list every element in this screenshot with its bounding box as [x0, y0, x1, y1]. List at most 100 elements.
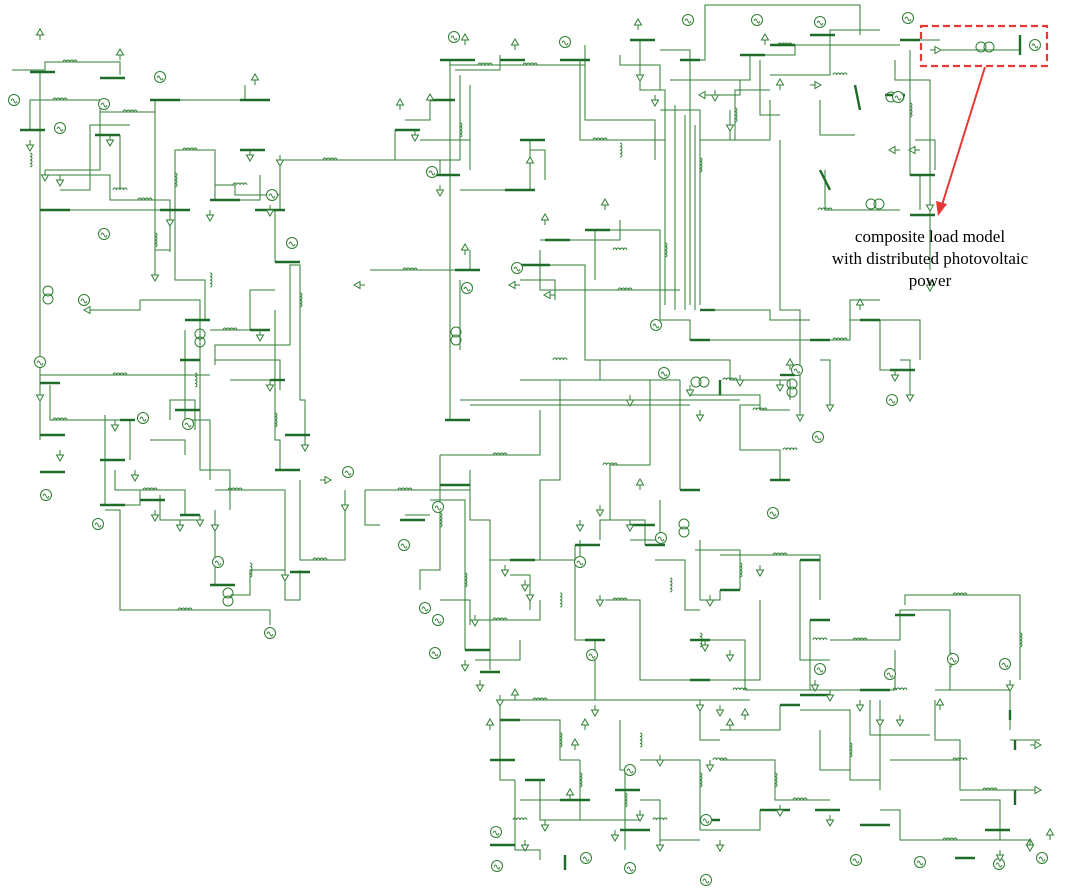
- line-coil-icon: [952, 592, 968, 596]
- generator-icon: [98, 98, 110, 110]
- load-arrow-icon: [35, 390, 45, 402]
- load-arrow-icon: [150, 510, 160, 522]
- load-arrow-icon: [655, 840, 665, 852]
- load-arrow-icon: [175, 520, 185, 532]
- annotation-line-1: composite load model: [854, 227, 1006, 246]
- load-arrow-icon: [83, 305, 95, 315]
- load-arrow-icon: [695, 410, 705, 422]
- line-segment: [739, 404, 781, 480]
- load-arrow-icon: [300, 440, 310, 452]
- line-segment: [890, 759, 1030, 791]
- load-arrow-icon: [255, 330, 265, 342]
- line-segment: [660, 49, 691, 305]
- line-coil-icon: [464, 572, 468, 588]
- load-arrow-icon: [425, 93, 435, 105]
- line-segment: [605, 599, 690, 681]
- line-coil-icon: [559, 592, 563, 608]
- load-arrow-icon: [888, 145, 900, 155]
- load-arrow-icon: [810, 80, 822, 90]
- line-coil-icon: [559, 732, 563, 748]
- load-arrow-icon: [250, 73, 260, 85]
- generators: [8, 12, 1048, 886]
- buses: [20, 33, 1022, 870]
- load-arrow-icon: [775, 78, 785, 90]
- generator-icon: [559, 36, 571, 48]
- generator-icon: [448, 31, 460, 43]
- load-arrow-icon: [1005, 680, 1015, 692]
- load-arrow-icon: [500, 565, 510, 577]
- line-coil-icon: [512, 817, 528, 821]
- generator-icon: [40, 489, 52, 501]
- generator-icon: [1036, 852, 1048, 864]
- line-coil-icon: [154, 232, 158, 248]
- line-segment: [60, 124, 130, 191]
- generator-icon: [700, 814, 712, 826]
- load-arrow-icon: [510, 38, 520, 50]
- line-coil-icon: [522, 62, 538, 66]
- line-segment: [800, 650, 896, 691]
- load-arrow-icon: [495, 695, 505, 707]
- line-coil-icon: [142, 487, 158, 491]
- generator-icon: [461, 282, 473, 294]
- load-arrow-icon: [715, 840, 725, 852]
- load-arrow-icon: [725, 650, 735, 662]
- line-coil-icon: [617, 287, 633, 291]
- load-arrow-icon: [775, 380, 785, 392]
- line-segment: [770, 29, 880, 76]
- generator-icon: [902, 12, 914, 24]
- load-arrow-icon: [575, 520, 585, 532]
- generator-icon: [286, 237, 298, 249]
- transformer-icon: [678, 518, 690, 538]
- load-arrow-icon: [485, 718, 495, 730]
- line-coil-icon: [712, 757, 728, 761]
- line-segment: [460, 139, 545, 191]
- line-coil-icon: [232, 182, 248, 186]
- load-arrow-icon: [353, 280, 365, 290]
- load-arrow-icon: [265, 205, 275, 217]
- load-arrow-icon: [130, 470, 140, 482]
- line-segment: [695, 549, 741, 590]
- load-arrow-icon: [740, 708, 750, 720]
- load-arrow-icon: [265, 380, 275, 392]
- generator-icon: [54, 122, 66, 134]
- load-arrow-icon: [275, 155, 285, 167]
- load-arrow-icon: [650, 95, 660, 107]
- line-coil-icon: [817, 207, 833, 211]
- line-segment: [579, 60, 666, 290]
- load-arrow-icon: [150, 270, 160, 282]
- generator-icon: [490, 826, 502, 838]
- line-segment: [819, 730, 850, 771]
- generator-icon: [751, 14, 763, 26]
- line-coil-icon: [439, 512, 443, 528]
- line-segment: [599, 519, 646, 545]
- line-segment: [639, 40, 666, 305]
- line-coil-icon: [699, 772, 703, 788]
- line-segment: [800, 709, 880, 781]
- load-arrow-icon: [785, 358, 795, 370]
- generator-icon: [182, 418, 194, 430]
- line-coil-icon: [62, 59, 78, 63]
- line-segment: [184, 330, 211, 480]
- line-segment: [680, 4, 861, 61]
- load-arrow-icon: [580, 718, 590, 730]
- load-arrow-icon: [890, 370, 900, 382]
- line-segment: [960, 799, 1001, 840]
- load-arrow-icon: [1030, 785, 1042, 795]
- generator-icon: [491, 860, 503, 872]
- load-arrow-icon: [595, 595, 605, 607]
- line-coil-icon: [182, 147, 198, 151]
- generator-icon: [426, 166, 438, 178]
- line-coil-icon: [397, 487, 413, 491]
- line-coil-icon: [174, 172, 178, 188]
- line-segment: [619, 720, 626, 850]
- line-segment: [539, 380, 561, 560]
- line-segment: [45, 174, 171, 252]
- line-segment: [469, 470, 491, 670]
- load-arrow-icon: [755, 565, 765, 577]
- line-coil-icon: [52, 97, 68, 101]
- line-segment: [720, 554, 821, 600]
- load-arrow-icon: [110, 420, 120, 432]
- line-segment: [584, 60, 656, 160]
- highlight-group: [919, 24, 1049, 216]
